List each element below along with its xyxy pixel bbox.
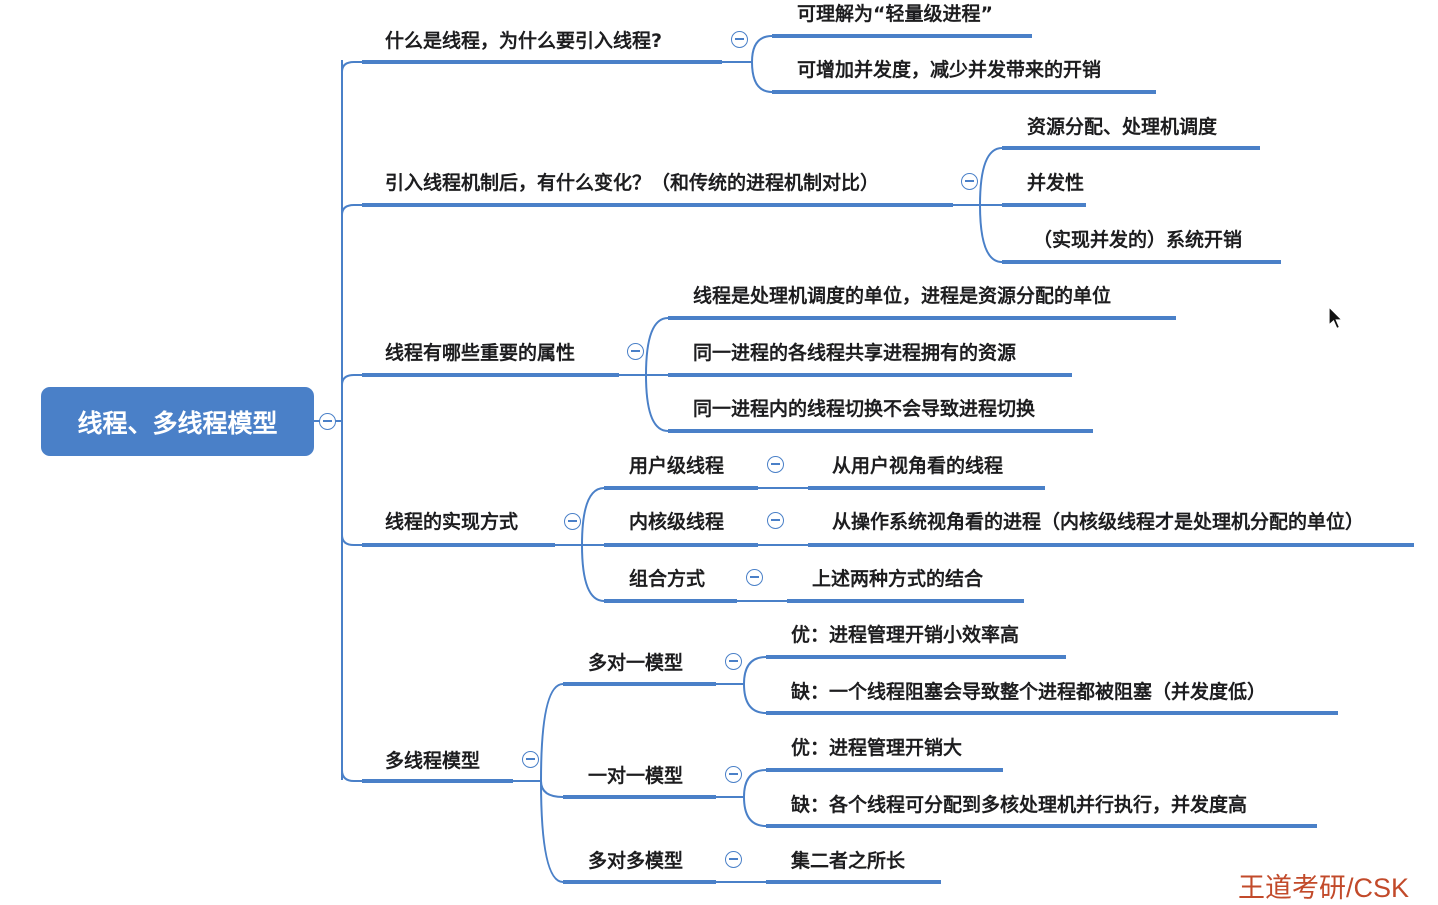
leaf-underline <box>766 711 1338 715</box>
collapse-toggle-icon[interactable] <box>725 766 742 783</box>
collapse-toggle-icon[interactable] <box>767 512 784 529</box>
leaf-node[interactable]: 集二者之所长 <box>791 850 906 872</box>
leaf-node[interactable]: 同一进程的各线程共享进程拥有的资源 <box>693 342 1017 364</box>
branch-changes-after-threads[interactable]: 引入线程机制后，有什么变化？（和传统的进程机制对比） <box>385 172 880 194</box>
mouse-cursor-icon <box>1328 306 1344 330</box>
leaf-node[interactable]: 线程是处理机调度的单位，进程是资源分配的单位 <box>693 285 1112 307</box>
leaf-underline <box>766 655 1066 659</box>
leaf-underline <box>766 768 1003 772</box>
branch-implementation-methods[interactable]: 线程的实现方式 <box>385 511 519 533</box>
leaf-underline <box>772 90 1156 94</box>
leaf-underline <box>1002 146 1260 150</box>
branch-what-is-thread[interactable]: 什么是线程，为什么要引入线程? <box>385 30 663 52</box>
leaf-node[interactable]: 优：进程管理开销小效率高 <box>791 624 1020 646</box>
branch-underline <box>362 60 722 64</box>
collapse-toggle-icon[interactable] <box>725 653 742 670</box>
leaf-node[interactable]: 同一进程内的线程切换不会导致进程切换 <box>693 398 1036 420</box>
collapse-toggle-icon[interactable] <box>319 413 336 430</box>
leaf-node[interactable]: 优：进程管理开销大 <box>791 737 963 759</box>
leaf-node[interactable]: 缺：各个线程可分配到多核处理机并行执行，并发度高 <box>791 794 1248 816</box>
branch-underline <box>362 543 555 547</box>
leaf-underline <box>772 34 1032 38</box>
collapse-toggle-icon[interactable] <box>725 851 742 868</box>
leaf-node[interactable]: 从操作系统视角看的进程（内核级线程才是处理机分配的单位） <box>832 511 1365 533</box>
collapse-toggle-icon[interactable] <box>731 31 748 48</box>
collapse-toggle-icon[interactable] <box>627 343 644 360</box>
leaf-underline <box>808 486 1045 490</box>
leaf-node[interactable]: 上述两种方式的结合 <box>812 568 984 590</box>
leaf-underline <box>766 824 1317 828</box>
branch-multithread-models[interactable]: 多线程模型 <box>385 750 481 772</box>
leaf-node[interactable]: 资源分配、处理机调度 <box>1027 116 1218 138</box>
leaf-node[interactable]: （实现并发的）系统开销 <box>1033 229 1243 251</box>
leaf-node[interactable]: 可增加并发度，减少并发带来的开销 <box>797 59 1102 81</box>
sub-branch-node[interactable]: 多对多模型 <box>588 850 684 872</box>
sub-branch-node[interactable]: 组合方式 <box>629 568 706 590</box>
leaf-underline <box>766 880 941 884</box>
leaf-underline <box>1002 203 1086 207</box>
sub-branch-underline <box>563 682 716 686</box>
leaf-underline <box>668 316 1176 320</box>
branch-underline <box>362 779 513 783</box>
leaf-node[interactable]: 并发性 <box>1027 172 1085 194</box>
sub-branch-node[interactable]: 多对一模型 <box>588 652 684 674</box>
sub-branch-underline <box>563 880 716 884</box>
leaf-underline <box>1002 260 1281 264</box>
sub-branch-node[interactable]: 内核级线程 <box>629 511 725 533</box>
collapse-toggle-icon[interactable] <box>564 513 581 530</box>
sub-branch-node[interactable]: 用户级线程 <box>629 455 725 477</box>
sub-branch-underline <box>604 599 737 603</box>
sub-branch-underline <box>604 486 758 490</box>
collapse-toggle-icon[interactable] <box>961 173 978 190</box>
collapse-toggle-icon[interactable] <box>767 456 784 473</box>
leaf-node[interactable]: 缺：一个线程阻塞会导致整个进程都被阻塞（并发度低） <box>791 681 1267 703</box>
leaf-underline <box>808 543 1414 547</box>
watermark-text: 王道考研/CSK <box>1238 873 1410 903</box>
sub-branch-node[interactable]: 一对一模型 <box>588 765 684 787</box>
leaf-node[interactable]: 可理解为“轻量级进程” <box>797 3 993 25</box>
branch-thread-properties[interactable]: 线程有哪些重要的属性 <box>385 342 576 364</box>
sub-branch-underline <box>604 543 758 547</box>
collapse-toggle-icon[interactable] <box>522 751 539 768</box>
sub-branch-underline <box>563 795 716 799</box>
branch-underline <box>362 203 953 207</box>
leaf-underline <box>668 373 1072 377</box>
branch-underline <box>362 373 619 377</box>
leaf-node[interactable]: 从用户视角看的线程 <box>832 455 1004 477</box>
collapse-toggle-icon[interactable] <box>746 569 763 586</box>
leaf-underline <box>668 429 1093 433</box>
leaf-underline <box>787 599 1024 603</box>
root-node[interactable]: 线程、多线程模型 <box>41 387 314 456</box>
